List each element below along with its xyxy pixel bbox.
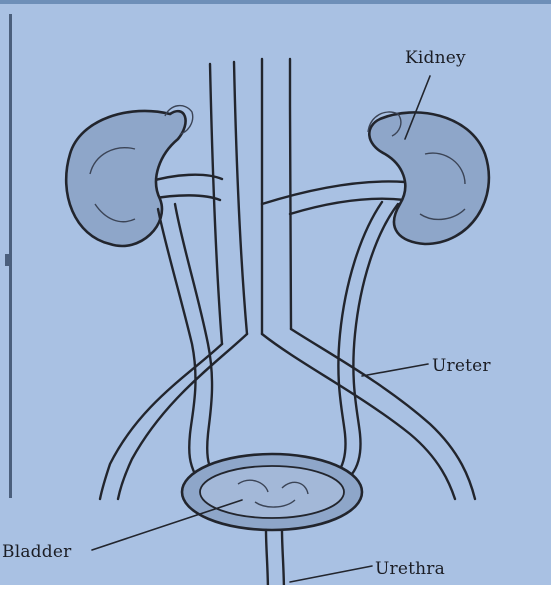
renal-vessel-left bbox=[148, 175, 222, 182]
urethra-leader-line bbox=[290, 566, 372, 582]
ureter-leader-line bbox=[362, 364, 428, 376]
left-ureter-outer bbox=[158, 209, 195, 474]
renal-vessel-right bbox=[262, 181, 405, 204]
right-kidney bbox=[369, 112, 489, 244]
aorta-inner bbox=[290, 59, 291, 329]
vena-cava-inner bbox=[234, 62, 247, 334]
urethra-label: Urethra bbox=[375, 559, 445, 579]
right-margin bbox=[551, 0, 555, 599]
right-ureter-outer bbox=[352, 204, 398, 474]
urinary-system-illustration bbox=[0, 4, 555, 603]
renal-vessel-right-lower bbox=[290, 199, 405, 214]
bladder-leader-line bbox=[92, 500, 242, 550]
bladder-inner bbox=[200, 466, 344, 518]
ureter-label: Ureter bbox=[432, 356, 491, 376]
vena-cava bbox=[210, 64, 222, 344]
bladder-label: Bladder bbox=[2, 542, 71, 562]
kidney-label: Kidney bbox=[405, 48, 466, 68]
bottom-margin bbox=[0, 585, 555, 599]
left-ureter-inner bbox=[175, 204, 212, 472]
